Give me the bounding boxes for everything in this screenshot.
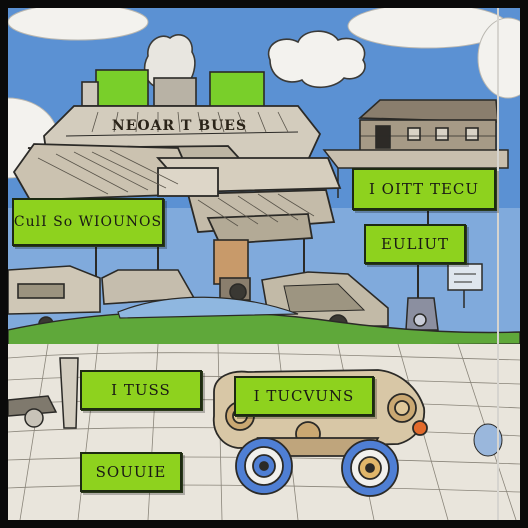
green-tanks <box>81 69 265 109</box>
scene-drawing <box>8 8 520 520</box>
illustration-frame: NEOAR T BUES CulI So WIOUNOS I OITT TECU… <box>8 8 520 520</box>
buggy-wheel-left <box>235 437 293 495</box>
sign-bottom-left: SOUUIE <box>80 452 182 492</box>
sign-lower-left: I TUSS <box>80 370 202 410</box>
trucks-row <box>8 265 389 334</box>
barn-platform <box>322 149 509 198</box>
info-board <box>447 263 483 308</box>
sign-right-lower: EULIUT <box>364 224 466 264</box>
barn <box>357 99 499 153</box>
factory-roof-hatching <box>37 111 315 227</box>
cloud-top-right <box>347 8 520 99</box>
sign-lower-middle: I TUCVUNS <box>234 376 374 416</box>
tractor-left <box>8 357 79 429</box>
factory-banner-text: NEOAR T BUES <box>111 118 248 134</box>
smoke-cloud <box>267 30 366 89</box>
blue-mound <box>117 296 299 319</box>
sign-right-upper: I OITT TECU <box>352 168 496 210</box>
buggy-wheel-right <box>341 439 399 497</box>
blue-stone <box>473 423 503 457</box>
sign-left-upper: CulI So WIOUNOS <box>12 198 164 246</box>
factory-building <box>12 105 342 245</box>
grass-hill <box>8 310 520 349</box>
robot-figure <box>405 297 439 331</box>
